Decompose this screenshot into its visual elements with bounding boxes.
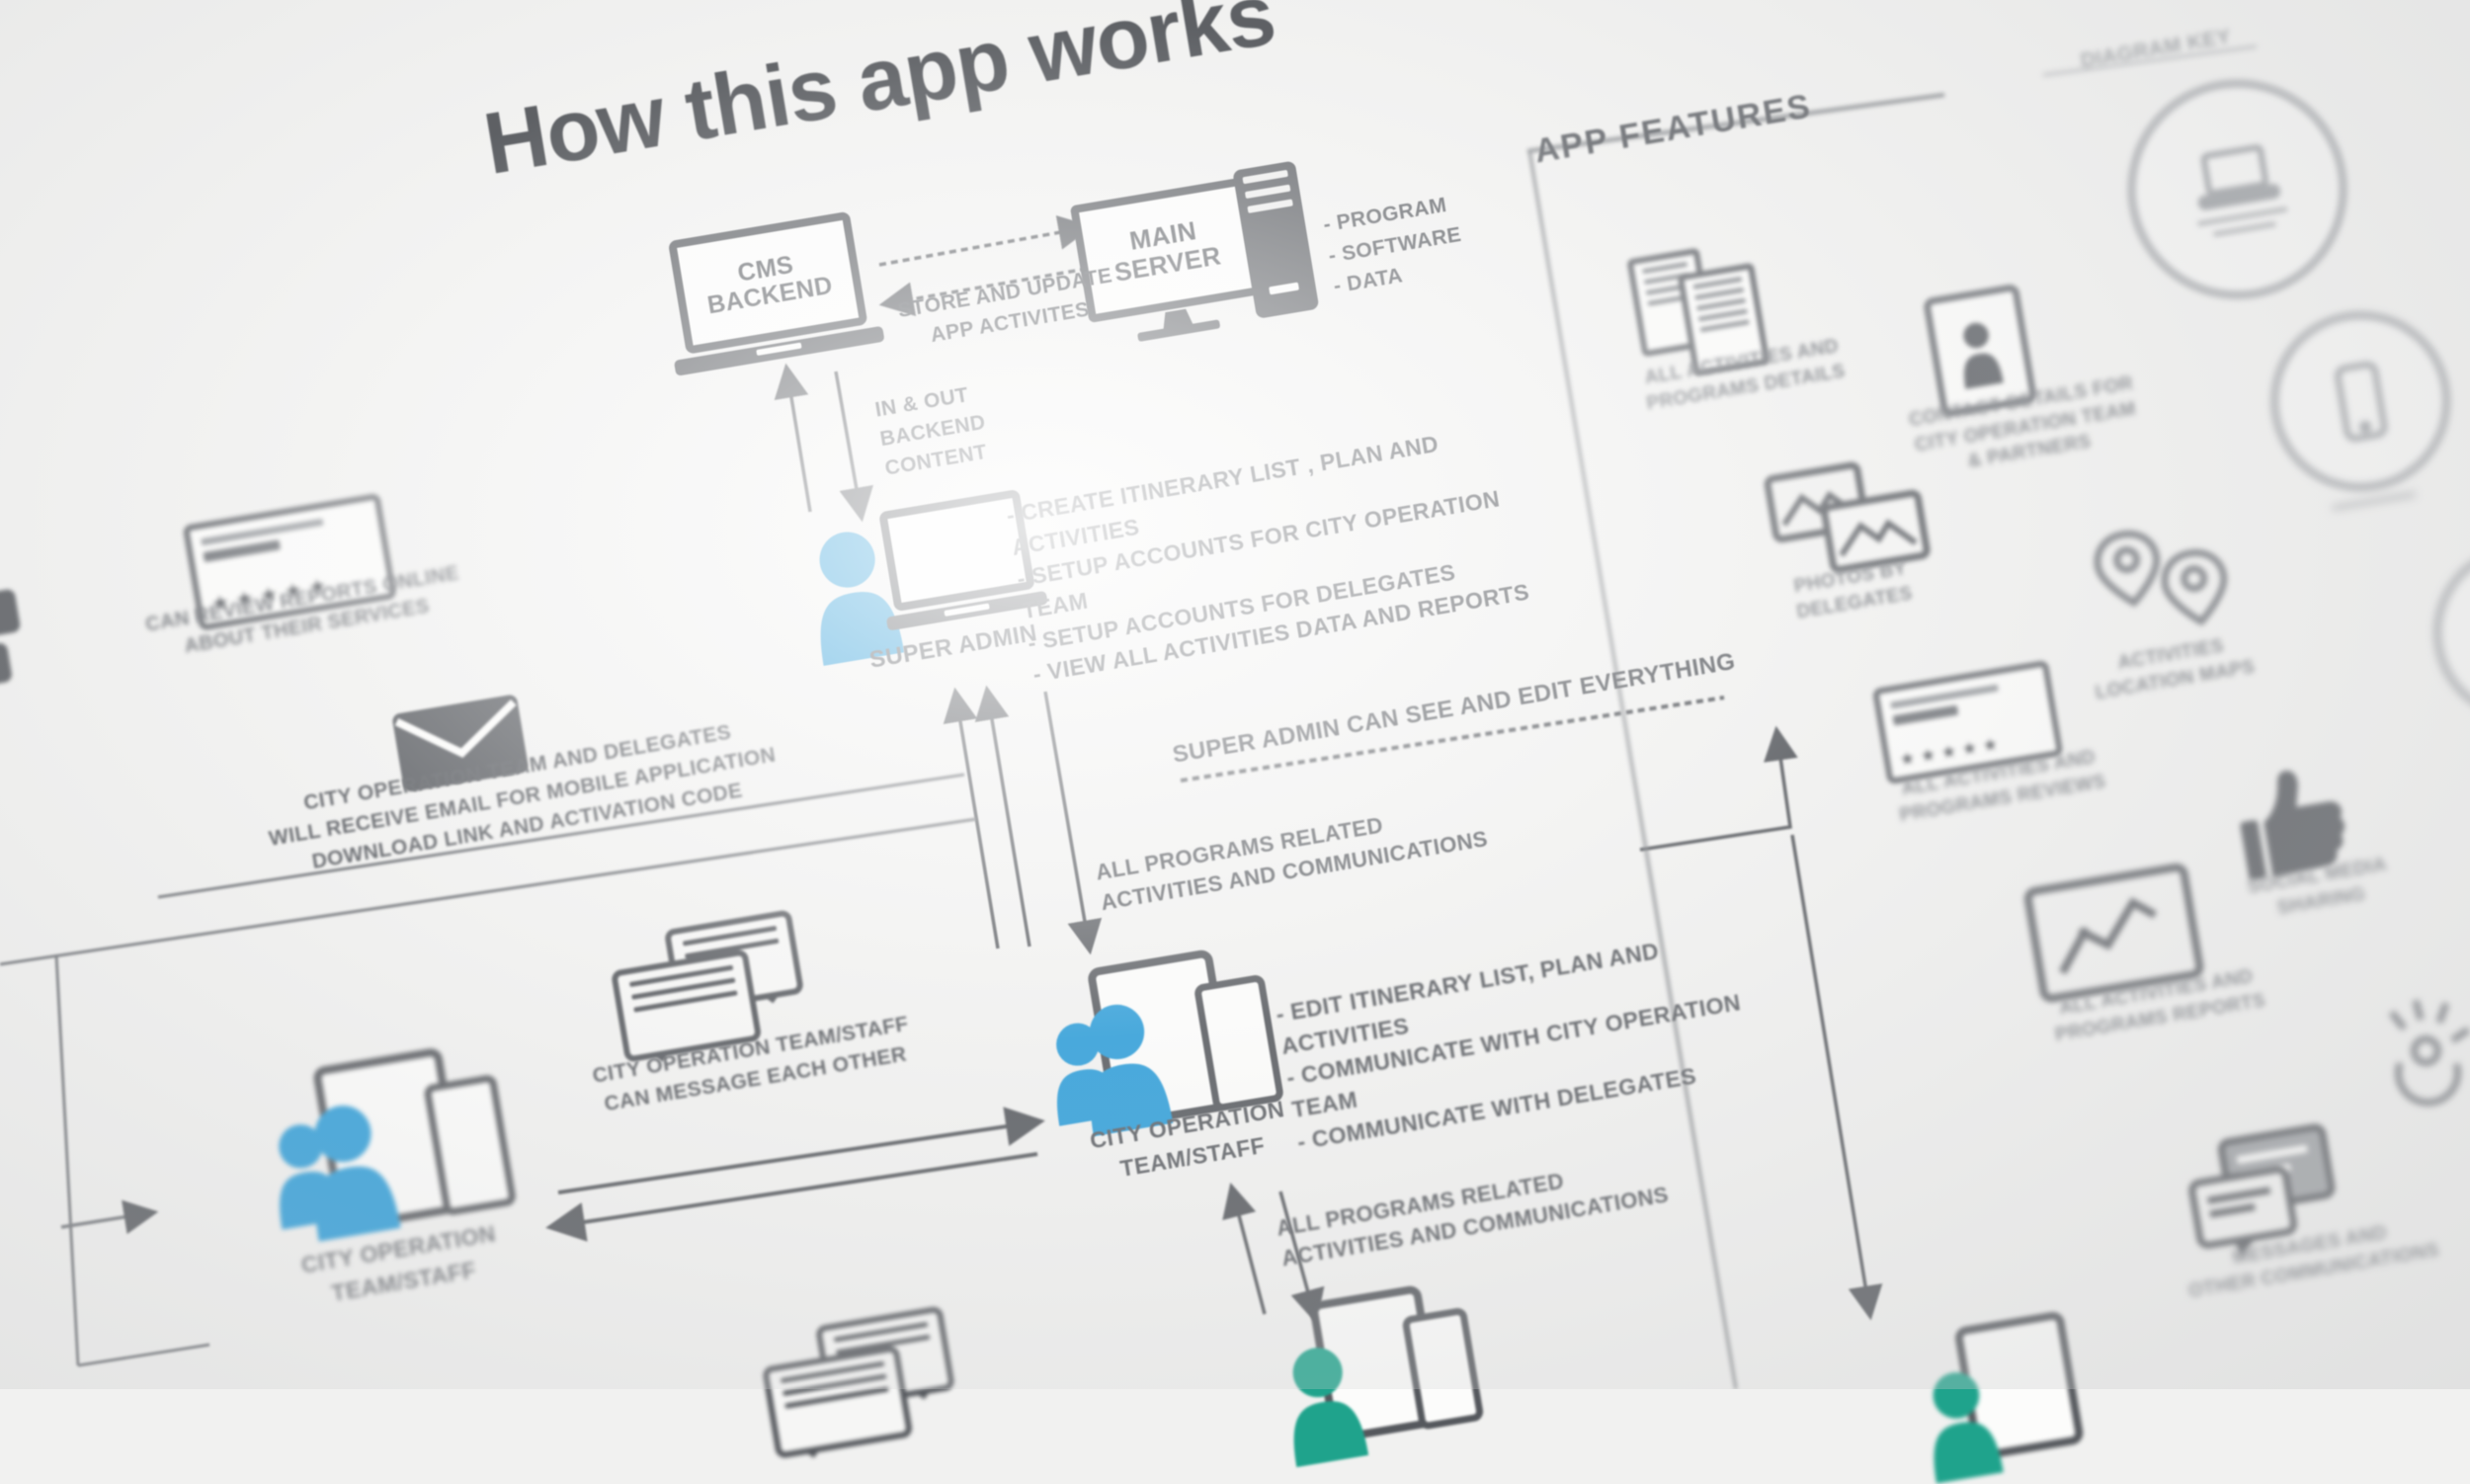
alert-burst-icon (2359, 982, 2470, 1124)
arrow-admin-to-team (1045, 692, 1089, 945)
diagram-key-text: DIAGRAM KEY (2079, 25, 2232, 72)
city-team-tasks: - EDIT ITINERARY LIST, PLAN AND ACTIVITI… (1274, 916, 1789, 1112)
laptop-icon (2188, 140, 2282, 212)
diagram-key-entry-partial (2420, 533, 2470, 726)
arrow-leftteam-to-centerteam (558, 1122, 1033, 1193)
diagram-key-heading: DIAGRAM KEY (2036, 16, 2274, 83)
line-left-panel-vertical (56, 954, 78, 1365)
app-features-text: APP FEATURES (1532, 87, 1815, 170)
server-data-list: - PROGRAM - SOFTWARE - DATA (1321, 183, 1505, 318)
arrow-centerteam-to-leftteam (557, 1154, 1037, 1226)
delegate-node-bottom (1258, 1276, 1498, 1467)
super-admin-tasks: - CREATE ITINERARY LIST , PLAN AND ACTIV… (1004, 415, 1535, 646)
see-edit-text: SUPER ADMIN CAN SEE AND EDIT EVERYTHING (1171, 648, 1738, 769)
app-features-heading: APP FEATURES (1531, 70, 1892, 186)
cms-backend-node: CMS BACKEND (641, 206, 899, 392)
page-title-text: How this app works (477, 0, 1281, 193)
elbow-see-edit (1640, 736, 1790, 850)
store-update-label: STORE AND UPDATE APP ACTIVITES (890, 260, 1124, 358)
in-out-label: IN & OUT BACKEND CONTENT (873, 371, 1034, 484)
diagram-key-entry-mobile (2257, 298, 2461, 532)
arrow-into-left-team (61, 1213, 148, 1227)
server-label-2: SERVER (1112, 241, 1223, 287)
person-front-icon (289, 1097, 414, 1243)
programs-mid-label: ALL PROGRAMS RELATED ACTIVITIES AND COMM… (1094, 787, 1525, 932)
arrow-cms-to-admin (836, 371, 861, 512)
arrow-delegate-to-team (1233, 1193, 1265, 1314)
line-left-panel-bottom (78, 1345, 209, 1365)
chat-bubble-front (762, 1345, 914, 1459)
phone-icon (2332, 359, 2390, 444)
edge-shape-2 (0, 642, 13, 686)
chat-node-bottom (757, 1305, 963, 1463)
diagram-key-entry-backend (2110, 62, 2364, 303)
arrow-team-to-admin-1 (956, 698, 998, 948)
arrow-admin-to-cms (787, 373, 810, 512)
see-edit-label: SUPER ADMIN CAN SEE AND EDIT EVERYTHING (1170, 645, 1744, 794)
delegate-person-icon (1914, 1365, 2014, 1484)
delegate-person-icon (1272, 1340, 1380, 1468)
arrow-cms-to-server (879, 228, 1083, 265)
delegate-node-right (1907, 1303, 2124, 1472)
edge-shape-1 (0, 588, 21, 636)
arrow-team-to-admin-2 (988, 696, 1029, 947)
programs-bottom-label: ALL PROGRAMS RELATED ACTIVITIES AND COMM… (1275, 1143, 1710, 1311)
line-to-delegates (1792, 835, 1869, 1310)
feature-notifications (2359, 982, 2470, 1126)
